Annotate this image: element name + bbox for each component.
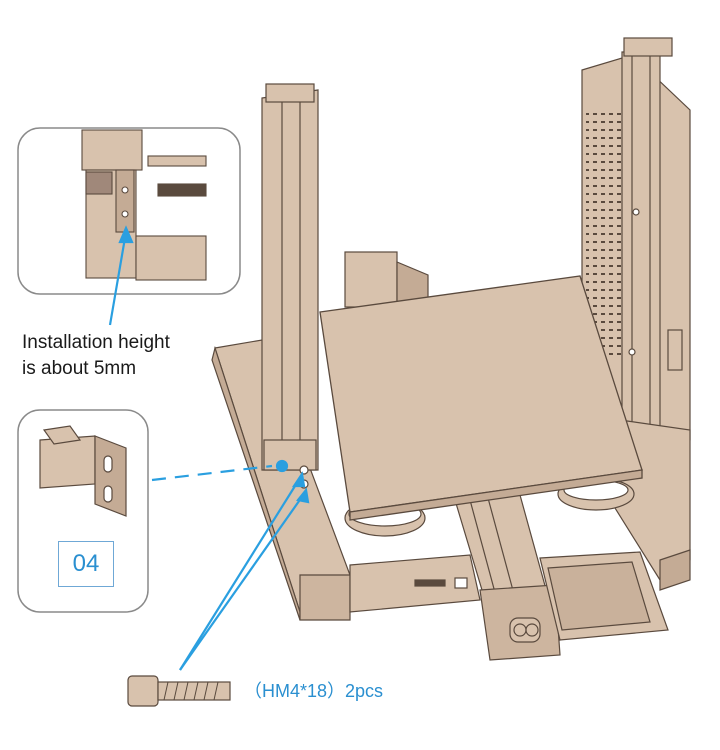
installation-text-line2: is about 5mm (22, 358, 137, 379)
installation-text-line1: Installation height (22, 332, 170, 353)
z-stepper-motor (344, 251, 429, 308)
callout-lines (108, 225, 310, 671)
installation-height-text: Installation height is about 5mm (22, 330, 170, 382)
control-display (539, 551, 669, 641)
installation-height-inset (17, 127, 241, 295)
hex-socket-screw-icon (127, 675, 231, 707)
left-upright (261, 83, 319, 489)
part-number-label: 04 (58, 541, 114, 587)
bracket-part-inset (17, 409, 149, 613)
printer-base (211, 339, 691, 621)
heated-bed (319, 275, 643, 521)
screw-spec-label: （HM4*18）2pcs (244, 681, 384, 701)
y-axis-rails (454, 494, 561, 661)
